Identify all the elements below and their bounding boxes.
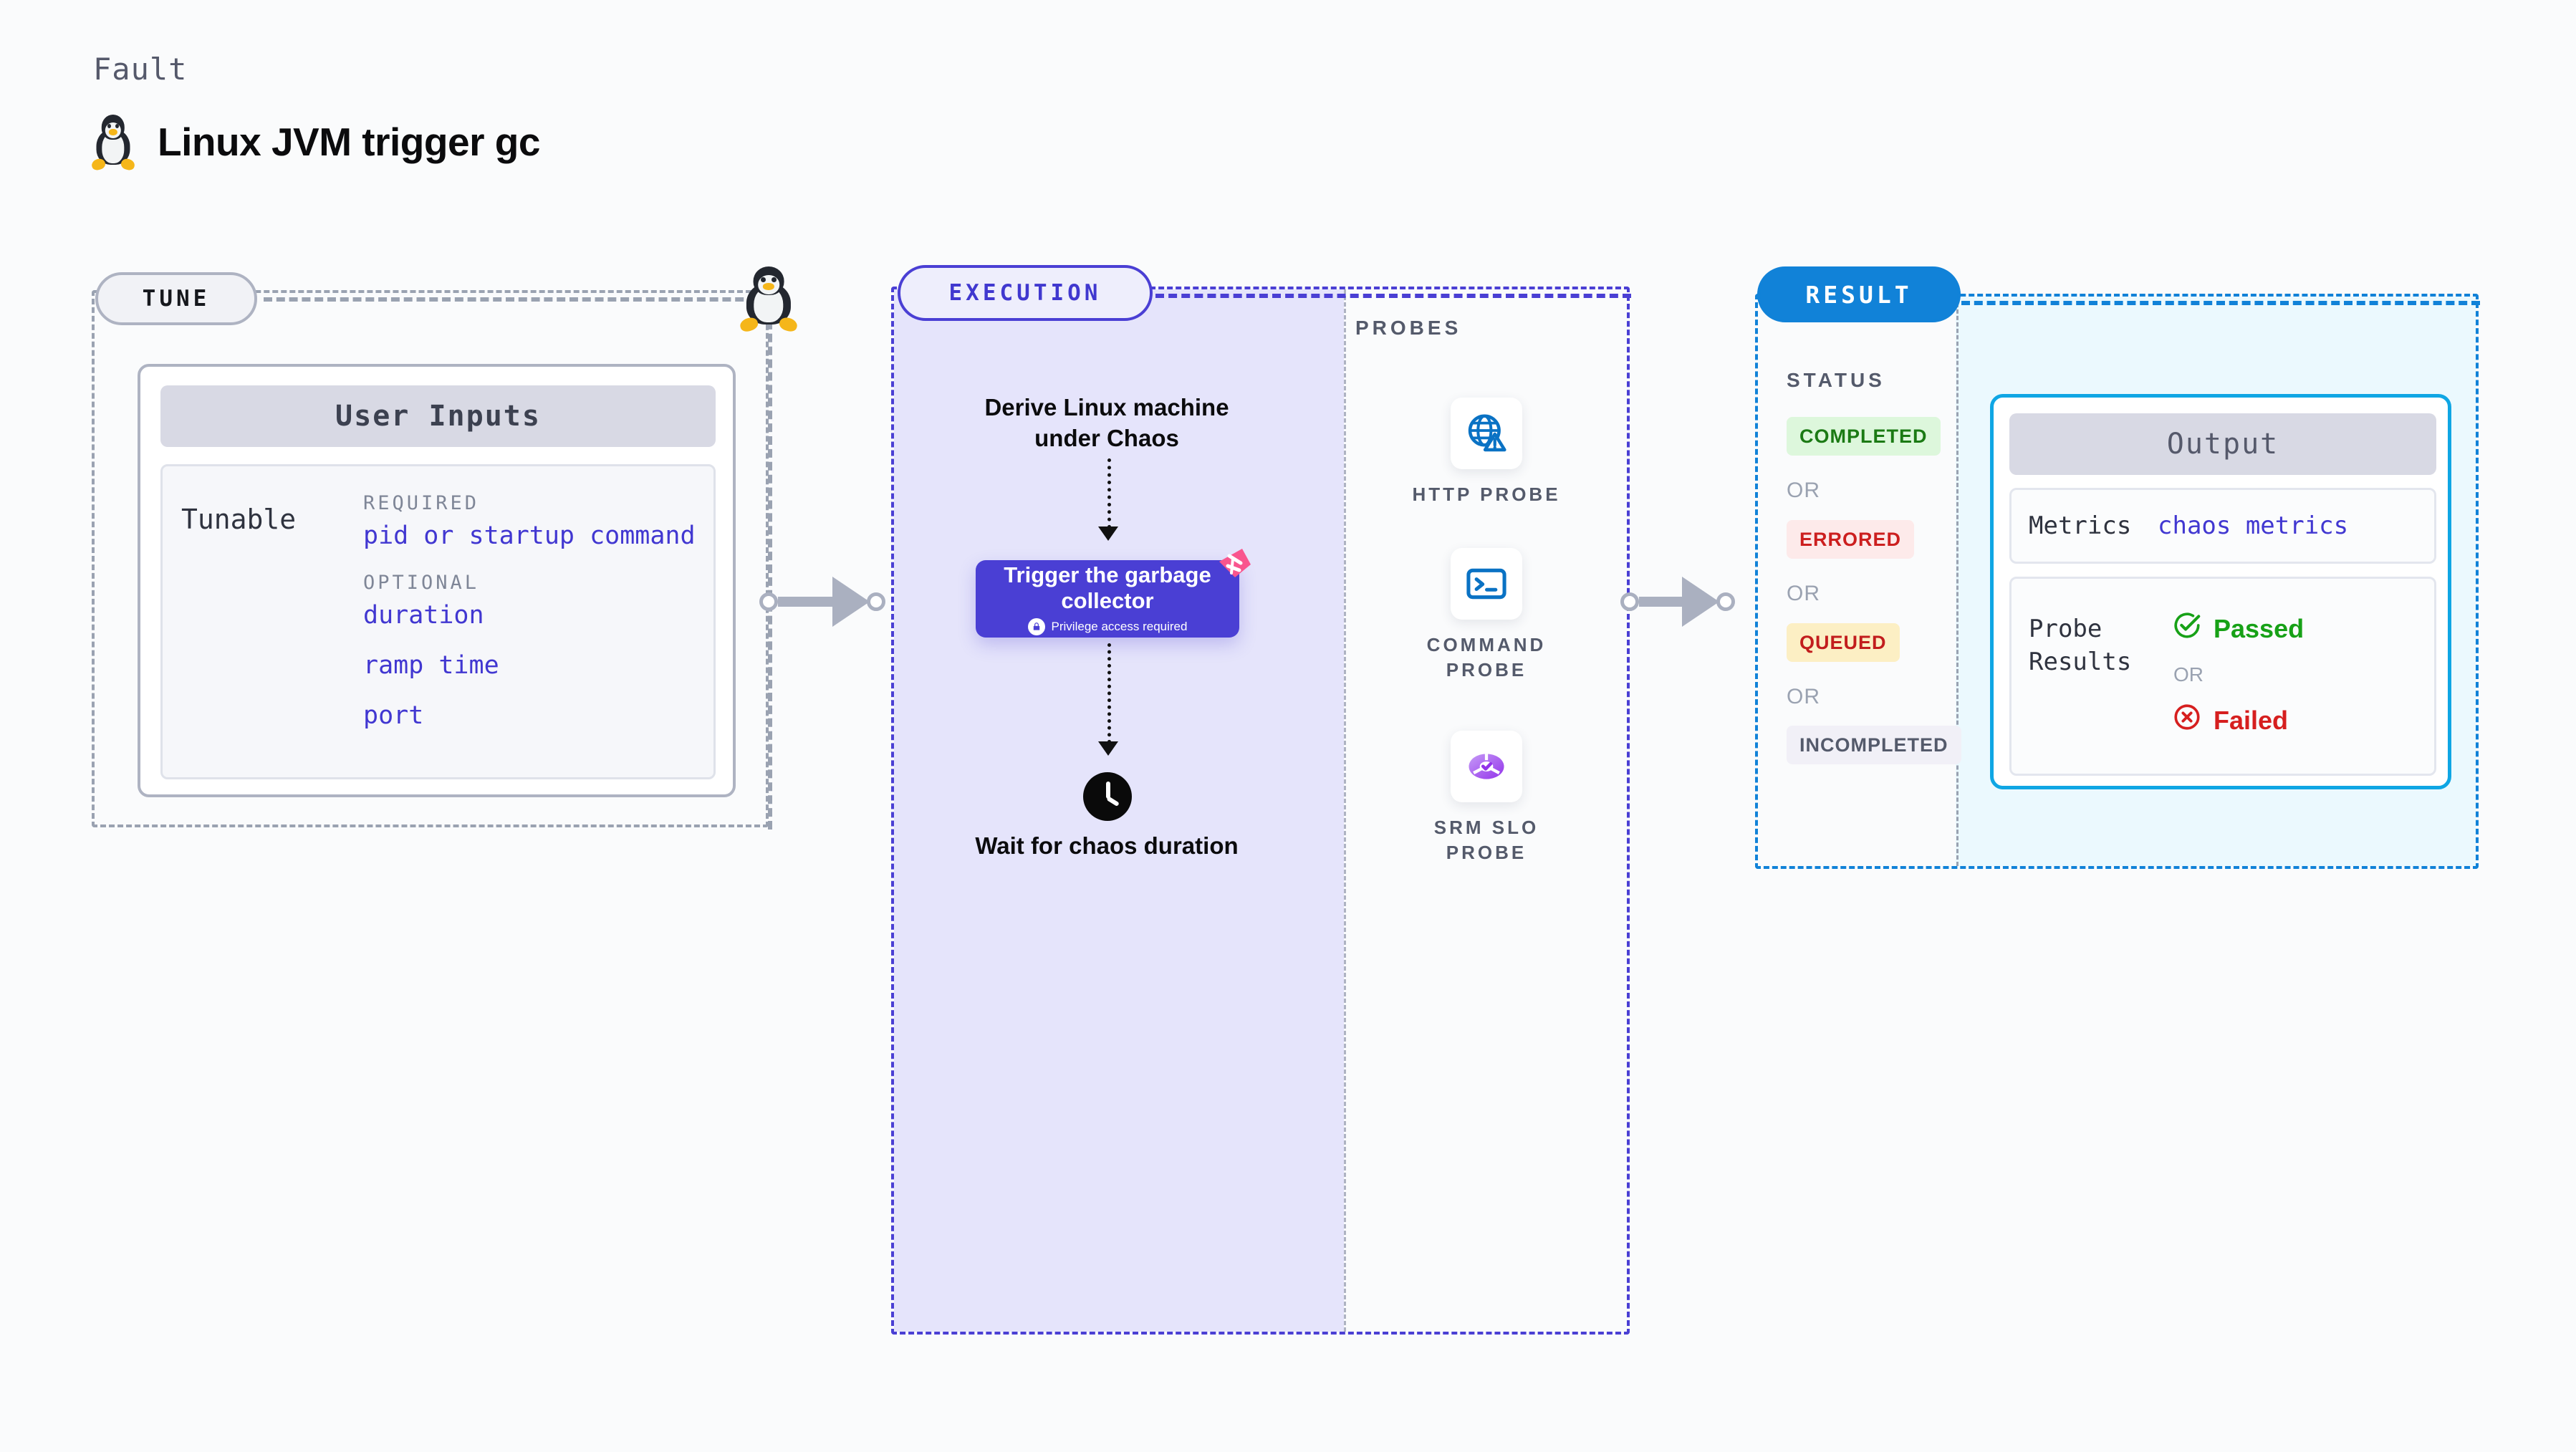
probe-result-passed: Passed — [2172, 610, 2304, 647]
probe-result-failed-label: Failed — [2214, 705, 2289, 735]
probe-result-passed-label: Passed — [2214, 613, 2305, 643]
trigger-node-subtitle-row: Privilege access required — [1027, 617, 1188, 635]
execution-step-wait-label: Wait for chaos duration — [975, 832, 1239, 859]
tunable-item-pid-or-startup-command[interactable]: pid or startup command — [363, 521, 696, 550]
status-or-2: OR — [1787, 582, 1820, 605]
output-metrics-value[interactable]: chaos metrics — [2158, 511, 2349, 540]
output-metrics-row: Metrics chaos metrics — [2009, 488, 2436, 564]
srm-slo-icon — [1451, 731, 1522, 802]
required-group-label: REQUIRED — [363, 492, 480, 514]
chaos-badge-icon — [1213, 544, 1254, 582]
output-probe-results-key: Probe Results — [2029, 615, 2132, 676]
user-inputs-card: User Inputs Tunable REQUIRED pid or star… — [138, 364, 736, 797]
tune-connector-line-horizontal — [264, 297, 756, 302]
execution-step-trigger-node[interactable]: Trigger the garbage collector Privilege … — [976, 560, 1239, 638]
probe-label-http: HTTP PROBE — [1412, 484, 1561, 505]
tune-stage-pill[interactable]: TUNE — [95, 272, 257, 325]
tunable-item-duration[interactable]: duration — [363, 601, 484, 630]
execution-stage-pill[interactable]: EXECUTION — [898, 265, 1153, 321]
connector-arrowhead — [1682, 577, 1719, 627]
status-badge-errored: ERRORED — [1787, 520, 1915, 559]
execution-step-derive-label: Derive Linux machine under Chaos — [984, 394, 1229, 451]
check-circle-icon — [2172, 610, 2202, 647]
status-section-label: STATUS — [1787, 369, 1885, 391]
output-metrics-key: Metrics — [2029, 511, 2132, 540]
execution-stage-container — [891, 287, 1630, 1335]
page-title: Linux JVM trigger gc — [158, 120, 540, 164]
tune-stage-container — [92, 290, 769, 827]
status-badge-incompleted: INCOMPLETED — [1787, 726, 1961, 764]
output-card: Output Metrics chaos metrics Probe Resul… — [1990, 394, 2451, 789]
optional-group-label: OPTIONAL — [363, 572, 480, 594]
result-divider-line — [1956, 297, 1959, 866]
probe-item-srm-slo[interactable]: SRM SLO PROBE — [1404, 731, 1569, 865]
terminal-icon — [1451, 548, 1522, 620]
clock-icon — [1083, 772, 1132, 821]
output-card-header: Output — [2009, 413, 2436, 475]
tunable-item-port[interactable]: port — [363, 701, 424, 730]
fault-title-row: Linux JVM trigger gc — [90, 115, 540, 173]
connector-bar — [1639, 597, 1683, 607]
execution-flow-arrow-1 — [1098, 527, 1118, 541]
output-probe-results-row: Probe Results Passed OR Failed — [2009, 577, 2436, 776]
probes-section-label: PROBES — [1355, 317, 1462, 339]
probe-label-command: COMMAND PROBE — [1426, 634, 1547, 681]
connector-tune-to-execution — [759, 577, 885, 627]
connector-arrowhead — [832, 577, 870, 627]
trigger-node-subtitle: Privilege access required — [1051, 619, 1188, 633]
execution-flow-arrow-2 — [1098, 741, 1118, 756]
connector-execution-to-result — [1620, 577, 1735, 627]
x-circle-icon — [2172, 702, 2202, 739]
linux-penguin-icon — [90, 115, 137, 173]
fault-eyebrow-label: Fault — [93, 52, 188, 87]
trigger-node-title: Trigger the garbage collector — [1004, 562, 1211, 613]
result-connector-line — [1961, 301, 2480, 305]
connector-bar — [778, 597, 834, 607]
result-stage-pill[interactable]: RESULT — [1757, 266, 1961, 322]
execution-connector-line — [1155, 294, 1631, 298]
probe-label-srm-slo: SRM SLO PROBE — [1433, 817, 1539, 864]
user-inputs-header: User Inputs — [160, 385, 716, 447]
tunable-row-label: Tunable — [181, 504, 297, 535]
tunable-item-ramp-time[interactable]: ramp time — [363, 651, 499, 680]
status-badge-completed: COMPLETED — [1787, 417, 1941, 456]
status-or-3: OR — [1787, 685, 1820, 708]
linux-penguin-icon-tune — [738, 266, 799, 334]
execution-flow-dash-1 — [1107, 458, 1111, 529]
status-badge-queued: QUEUED — [1787, 623, 1900, 662]
user-inputs-body: Tunable REQUIRED pid or startup command … — [160, 464, 716, 779]
status-or-1: OR — [1787, 479, 1820, 502]
probe-result-failed: Failed — [2172, 702, 2288, 739]
probes-divider-line — [1344, 289, 1346, 1332]
probe-item-command[interactable]: COMMAND PROBE — [1404, 548, 1569, 683]
connector-knob-end — [867, 592, 885, 611]
connector-knob-start — [1620, 592, 1639, 611]
tunable-inputs-column: REQUIRED pid or startup command OPTIONAL… — [363, 492, 700, 751]
tune-connector-line-vertical — [768, 308, 772, 830]
execution-flow-dash-2 — [1107, 643, 1111, 744]
lock-icon — [1027, 617, 1045, 635]
globe-alert-icon — [1451, 398, 1522, 469]
connector-knob-start — [759, 592, 778, 611]
result-stage-container — [1755, 294, 2479, 869]
probe-result-or: OR — [2173, 663, 2203, 686]
probe-item-http[interactable]: HTTP PROBE — [1404, 398, 1569, 507]
connector-knob-end — [1716, 592, 1735, 611]
